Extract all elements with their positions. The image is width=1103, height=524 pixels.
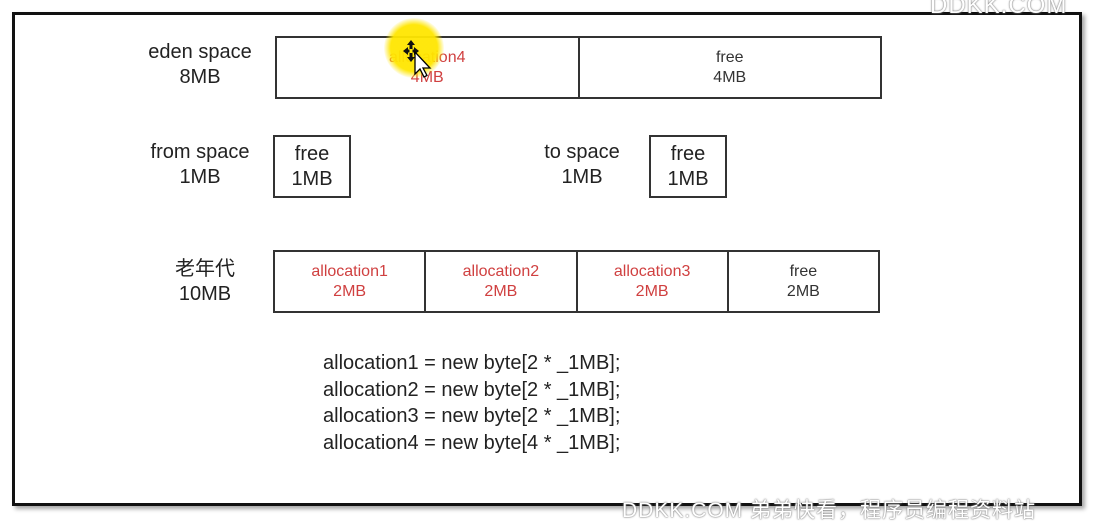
from-space-box: free 1MB [273, 135, 351, 198]
old-gen-cell-size: 2MB [786, 282, 820, 300]
old-gen-cell-size: 2MB [333, 282, 367, 300]
old-gen-title: 老年代 [175, 258, 235, 280]
old-gen-size: 10MB [178, 283, 232, 305]
old-gen-label: 老年代 10MB [150, 257, 260, 307]
eden-title: eden space [148, 41, 252, 63]
to-space-box: free 1MB [649, 135, 727, 198]
code-line: allocation1 = new byte[2 * _1MB]; [323, 352, 621, 374]
to-space-cell-name: free [670, 142, 706, 165]
to-space-size: 1MB [561, 166, 603, 188]
code-line: allocation3 = new byte[2 * _1MB]; [323, 405, 621, 427]
from-space-title: from space [150, 141, 250, 163]
old-gen-cell-size: 2MB [484, 282, 518, 300]
eden-cell-size: 4MB [713, 68, 747, 86]
old-gen-box: allocation1 2MB allocation2 2MB allocati… [273, 250, 880, 313]
code-line: allocation4 = new byte[4 * _1MB]; [323, 431, 621, 454]
old-gen-cell-name: allocation2 [462, 262, 540, 280]
from-space-cell-size: 1MB [291, 167, 333, 190]
old-gen-cell-name: allocation3 [613, 262, 691, 280]
eden-size: 8MB [179, 66, 221, 88]
eden-label: eden space 8MB [130, 40, 270, 90]
from-space-label: from space 1MB [138, 140, 262, 190]
from-space-cell-name: free [294, 142, 330, 165]
old-gen-cell-name: allocation1 [311, 262, 388, 280]
eden-cell-free: free 4MB [577, 38, 881, 97]
code-block: allocation1 = new byte[2 * _1MB]; alloca… [323, 350, 620, 456]
code-line: allocation2 = new byte[2 * _1MB]; [323, 378, 621, 401]
old-gen-cell-free: free 2MB [726, 252, 878, 311]
eden-box: allocation4 4MB free 4MB [275, 36, 882, 99]
old-gen-cell-allocation1: allocation1 2MB [275, 252, 424, 311]
move-cursor-icon [403, 40, 432, 78]
to-space-title: to space [544, 141, 620, 163]
to-space-label: to space 1MB [527, 140, 637, 190]
from-space-size: 1MB [179, 166, 221, 188]
old-gen-cell-name: free [789, 262, 818, 280]
to-space-cell-size: 1MB [667, 167, 709, 190]
watermark-top: DDKK.COM [930, 0, 1068, 19]
old-gen-cell-allocation2: allocation2 2MB [424, 252, 575, 311]
watermark-bottom: DDKK.COM 弟弟快看，程序员编程资料站 [622, 499, 1037, 522]
eden-cell-name: free [715, 48, 744, 66]
old-gen-cell-size: 2MB [635, 282, 669, 300]
old-gen-cell-allocation3: allocation3 2MB [575, 252, 727, 311]
